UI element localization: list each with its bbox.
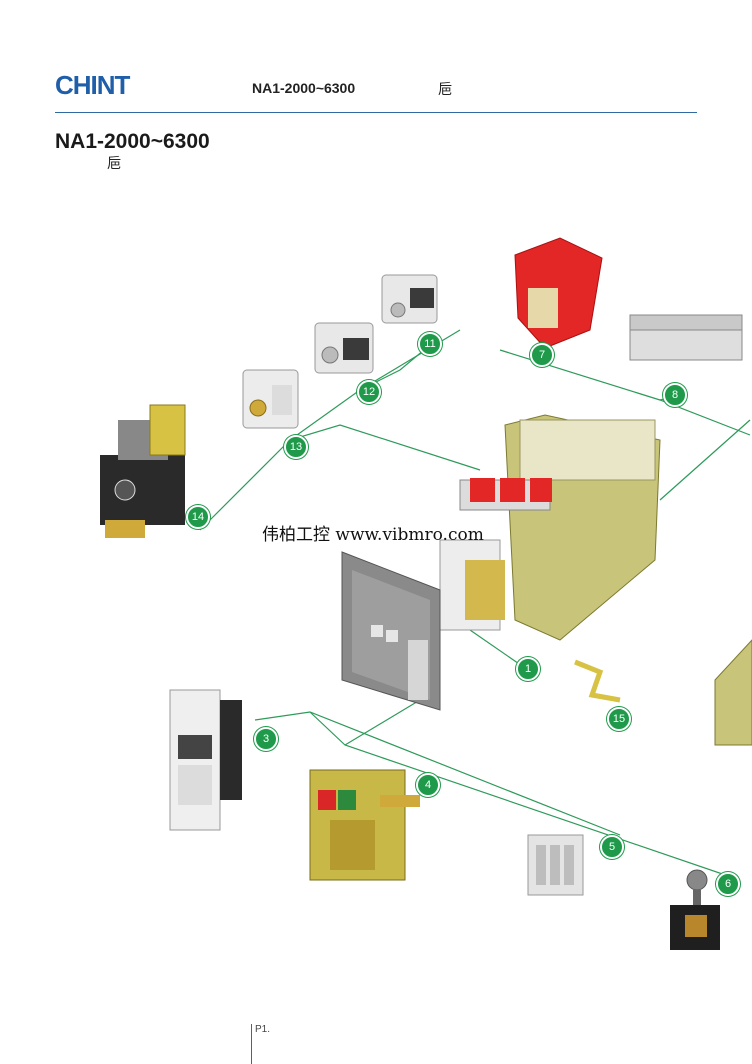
side-plate-part <box>714 639 752 746</box>
header-model: NA1-2000~6300 <box>252 80 356 96</box>
leader-lines <box>199 329 751 881</box>
header-rule <box>55 112 697 113</box>
footer-rule <box>251 1024 252 1064</box>
callout-13: 13 <box>284 435 308 459</box>
callout-12: 12 <box>357 380 381 404</box>
trip-unit-part <box>169 689 242 831</box>
callout-5: 5 <box>600 835 624 859</box>
undervoltage-release-part <box>314 322 374 374</box>
arc-chamber-part <box>514 237 603 349</box>
callout-4: 4 <box>416 773 440 797</box>
callout-6: 6 <box>716 872 740 896</box>
callout-15: 15 <box>607 707 631 731</box>
crank-handle-part <box>574 659 621 703</box>
callout-1: 1 <box>516 657 540 681</box>
callout-7: 7 <box>530 343 554 367</box>
key-lock-part <box>670 869 720 950</box>
operating-mechanism-part <box>309 769 420 881</box>
motor-mechanism-part <box>100 404 186 538</box>
callout-11: 11 <box>418 332 442 356</box>
callout-3: 3 <box>254 727 278 751</box>
closing-coil-part <box>242 369 299 429</box>
auxiliary-contact-part <box>527 834 584 896</box>
chint-logo: CHINT <box>55 70 130 100</box>
header-glyph: 巵 <box>438 82 452 98</box>
callout-8: 8 <box>663 383 687 407</box>
page-title: NA1-2000~6300 <box>55 130 210 153</box>
secondary-terminal-part <box>629 314 743 361</box>
callout-14: 14 <box>186 505 210 529</box>
breaker-body-part <box>439 414 661 641</box>
watermark-text: 伟柏工控 www.vibmro.com <box>262 525 484 545</box>
shunt-release-part <box>381 274 438 324</box>
page-subtitle: 巵 <box>107 156 121 172</box>
front-panel-part <box>341 551 441 711</box>
page-number: P1. <box>255 1024 271 1035</box>
